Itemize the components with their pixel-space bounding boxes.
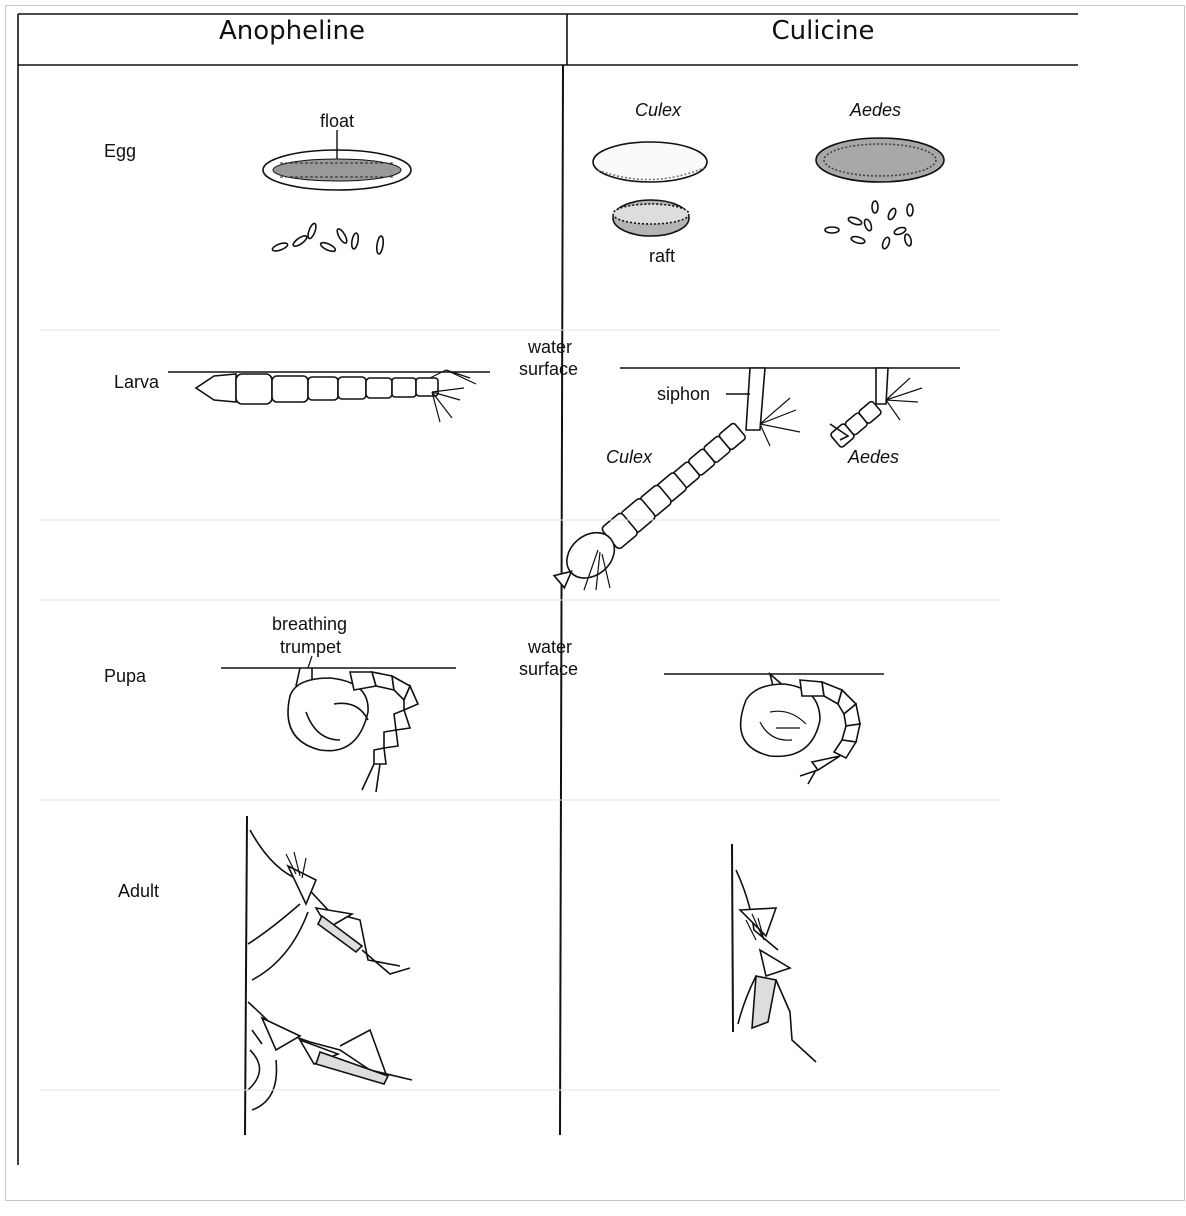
water-surface-label-larva-1: water xyxy=(527,337,572,357)
anopheline-adult-illustration xyxy=(245,816,412,1135)
anopheline-adult-1 xyxy=(248,830,410,980)
aedes-egg-label: Aedes xyxy=(849,100,901,120)
aedes-egg-scatter xyxy=(825,201,913,250)
breathing-trumpet-pointer xyxy=(308,656,312,668)
water-surface-label-pupa-1: water xyxy=(527,637,572,657)
row-label-pupa: Pupa xyxy=(104,666,147,686)
column-header-anopheline: Anopheline xyxy=(18,14,566,64)
culicine-adult-illustration xyxy=(732,844,816,1062)
aedes-egg-illustration xyxy=(816,138,944,250)
anopheline-egg-illustration xyxy=(263,130,411,254)
aedes-larva-illustration xyxy=(830,368,922,448)
culex-egg-label: Culex xyxy=(635,100,682,120)
water-surface-label-pupa-2: surface xyxy=(519,659,578,679)
anopheline-adult-2 xyxy=(248,1002,412,1110)
table-grid xyxy=(18,14,1078,1165)
row-label-egg: Egg xyxy=(104,141,136,161)
column-header-culicine: Culicine xyxy=(568,14,1078,64)
row-label-adult: Adult xyxy=(118,881,159,901)
anopheline-egg-scatter xyxy=(271,222,384,254)
breathing-trumpet-label-1: breathing xyxy=(272,614,347,634)
culex-egg-illustration xyxy=(593,142,707,236)
culex-larva-body xyxy=(546,415,752,597)
row-label-larva: Larva xyxy=(114,372,160,392)
siphon-label: siphon xyxy=(657,384,710,404)
water-surface-label-larva-2: surface xyxy=(519,359,578,379)
anopheline-pupa-illustration xyxy=(221,668,456,792)
aedes-larva-label: Aedes xyxy=(847,447,899,467)
culex-larva-label: Culex xyxy=(606,447,653,467)
breathing-trumpet-label-2: trumpet xyxy=(280,637,341,657)
culicine-pupa-illustration xyxy=(664,674,884,784)
culex-larva-illustration xyxy=(546,368,960,597)
anopheline-larva-illustration xyxy=(168,370,490,422)
float-label: float xyxy=(320,111,354,131)
raft-label: raft xyxy=(649,246,675,266)
